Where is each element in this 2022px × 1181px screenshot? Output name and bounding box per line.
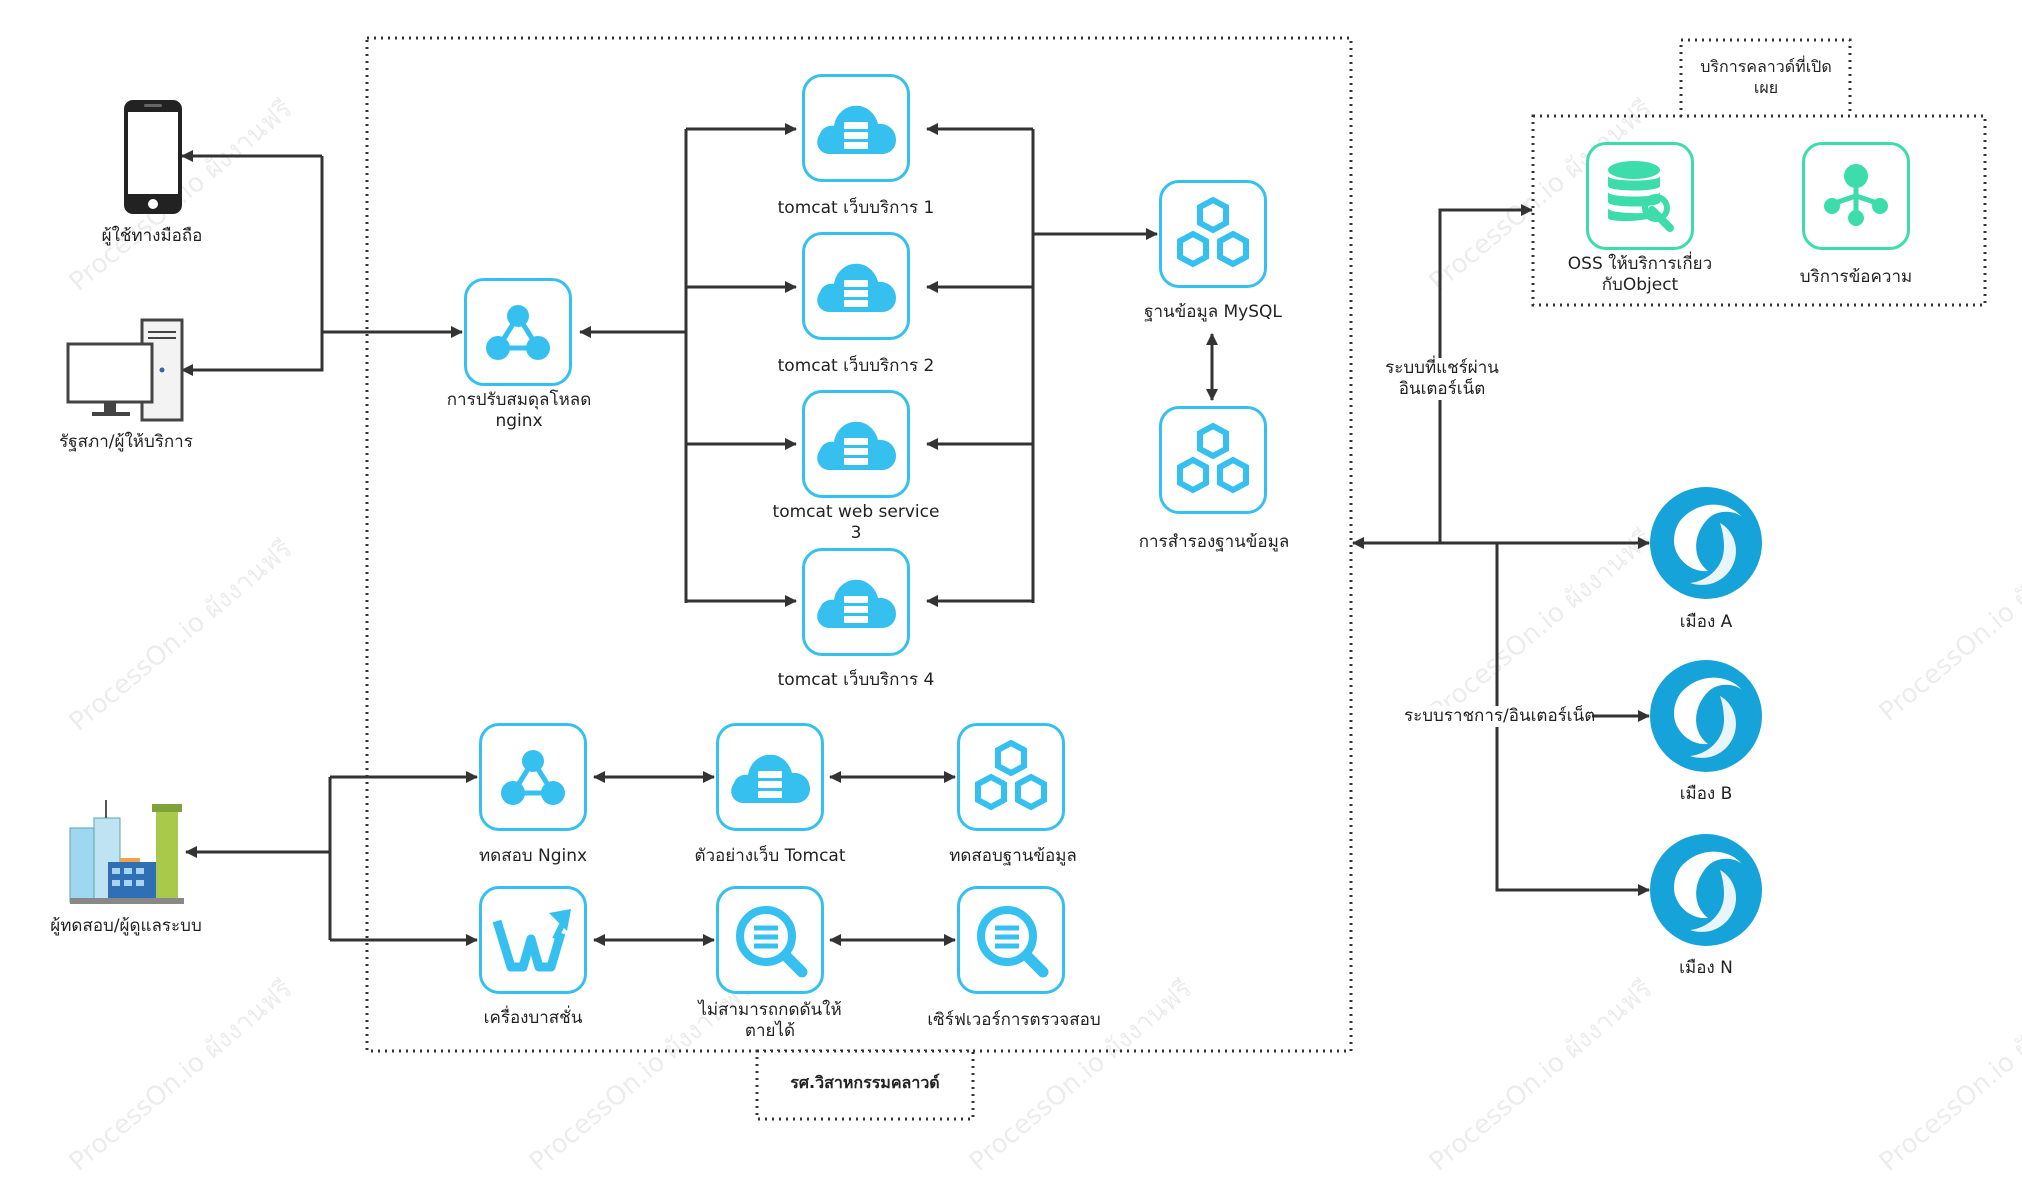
unkillable-service-label: ไม่สามารถกดดันให้ตายได้	[698, 1000, 842, 1041]
city-portal-icon	[1650, 660, 1762, 772]
cloud-server-icon	[817, 421, 896, 470]
architecture-diagram: ProcessOn.io ผังงานฟรี ProcessOn.io ผังง…	[50, 36, 2022, 1178]
city-b-label: เมือง B	[1679, 784, 1733, 804]
tomcat-service-label-2: tomcat เว็บบริการ 2	[777, 356, 935, 376]
tomcat-service-node-4[interactable]	[802, 548, 910, 656]
cloud-server-icon	[817, 263, 896, 312]
database-hexagon-icon	[975, 739, 1047, 811]
bastion-host-node[interactable]	[479, 886, 587, 994]
cloud-center-title: รศ.วิสาหกรรมคลาวด์	[790, 1073, 940, 1092]
load-balancer-icon	[486, 305, 550, 360]
tomcat-service-label-1: tomcat เว็บบริการ 1	[777, 198, 935, 218]
tomcat-service-label-3: tomcat web service 3	[772, 502, 940, 543]
database-hexagon-icon	[1177, 196, 1249, 268]
unkillable-service-node[interactable]	[716, 886, 824, 994]
tomcat-sample-label: ตัวอย่างเว็บ Tomcat	[694, 846, 846, 866]
mobile-phone-icon	[124, 100, 182, 214]
oss-object-storage-label: OSS ให้บริการเกี่ยวกับObject	[1567, 254, 1713, 295]
share-nodes-icon	[1824, 164, 1888, 226]
oss-object-storage-node[interactable]	[1586, 142, 1694, 250]
desktop-computer-icon	[66, 318, 184, 422]
cloud-center-boundary	[365, 36, 1353, 1053]
messaging-service-node[interactable]	[1802, 142, 1910, 250]
mysql-database-label: ฐานข้อมูล MySQL	[1144, 302, 1282, 322]
city-buildings-icon	[69, 800, 184, 904]
nginx-load-balancer-node[interactable]	[464, 278, 572, 386]
nginx-load-balancer-label: การปรับสมดุลโหลด nginx	[446, 390, 592, 431]
mysql-database-node[interactable]	[1159, 180, 1267, 288]
messaging-service-label: บริการข้อความ	[1799, 267, 1913, 287]
city-portal-icon	[1650, 834, 1762, 946]
tomcat-service-label-4: tomcat เว็บบริการ 4	[777, 670, 935, 690]
connectors	[181, 36, 1987, 1121]
tomcat-service-node-3[interactable]	[802, 390, 910, 498]
cloud-server-icon	[817, 579, 896, 628]
cloud-center-title-box	[755, 1049, 975, 1121]
magnifier-icon	[977, 906, 1049, 978]
cloud-server-icon	[817, 105, 896, 154]
gov-internet-label: ระบบราชการ/อินเตอร์เน็ต	[1404, 706, 1596, 727]
cloud-server-icon	[731, 754, 810, 803]
audit-server-label: เซิร์ฟเวอร์การตรวจสอบ	[927, 1010, 1101, 1030]
magnifier-icon	[736, 906, 808, 978]
database-hexagon-icon	[1177, 422, 1249, 494]
database-settings-icon	[1608, 161, 1674, 232]
tomcat-sample-node[interactable]	[716, 723, 824, 831]
city-n-label: เมือง N	[1679, 958, 1733, 978]
test-nginx-node[interactable]	[479, 723, 587, 831]
load-balancer-icon	[501, 750, 565, 805]
mobile-user-label: ผู้ใช้ทางมือถือ	[101, 226, 203, 246]
bastion-w-icon	[492, 909, 571, 972]
tomcat-service-node-1[interactable]	[802, 74, 910, 182]
test-database-node[interactable]	[957, 723, 1065, 831]
test-nginx-label: ทดสอบ Nginx	[478, 846, 588, 866]
internet-share-label: ระบบที่แชร์ผ่านอินเตอร์เน็ต	[1368, 358, 1516, 400]
tomcat-service-node-2[interactable]	[802, 232, 910, 340]
bastion-host-label: เครื่องบาสชั่น	[483, 1008, 583, 1028]
database-backup-node[interactable]	[1159, 406, 1267, 514]
public-cloud-title-box	[1679, 38, 1852, 118]
database-backup-label: การสำรองฐานข้อมูล	[1138, 532, 1290, 552]
public-cloud-title: บริการคลาวด์ที่เปิดเผย	[1700, 57, 1832, 97]
tester-admin-label: ผู้ทดสอบ/ผู้ดูแลระบบ	[50, 916, 202, 936]
city-a-label: เมือง A	[1679, 612, 1733, 632]
audit-server-node[interactable]	[957, 886, 1065, 994]
test-database-label: ทดสอบฐานข้อมูล	[949, 846, 1077, 866]
gov-provider-label: รัฐสภา/ผู้ให้บริการ	[59, 432, 193, 452]
city-portal-icon	[1650, 487, 1762, 599]
